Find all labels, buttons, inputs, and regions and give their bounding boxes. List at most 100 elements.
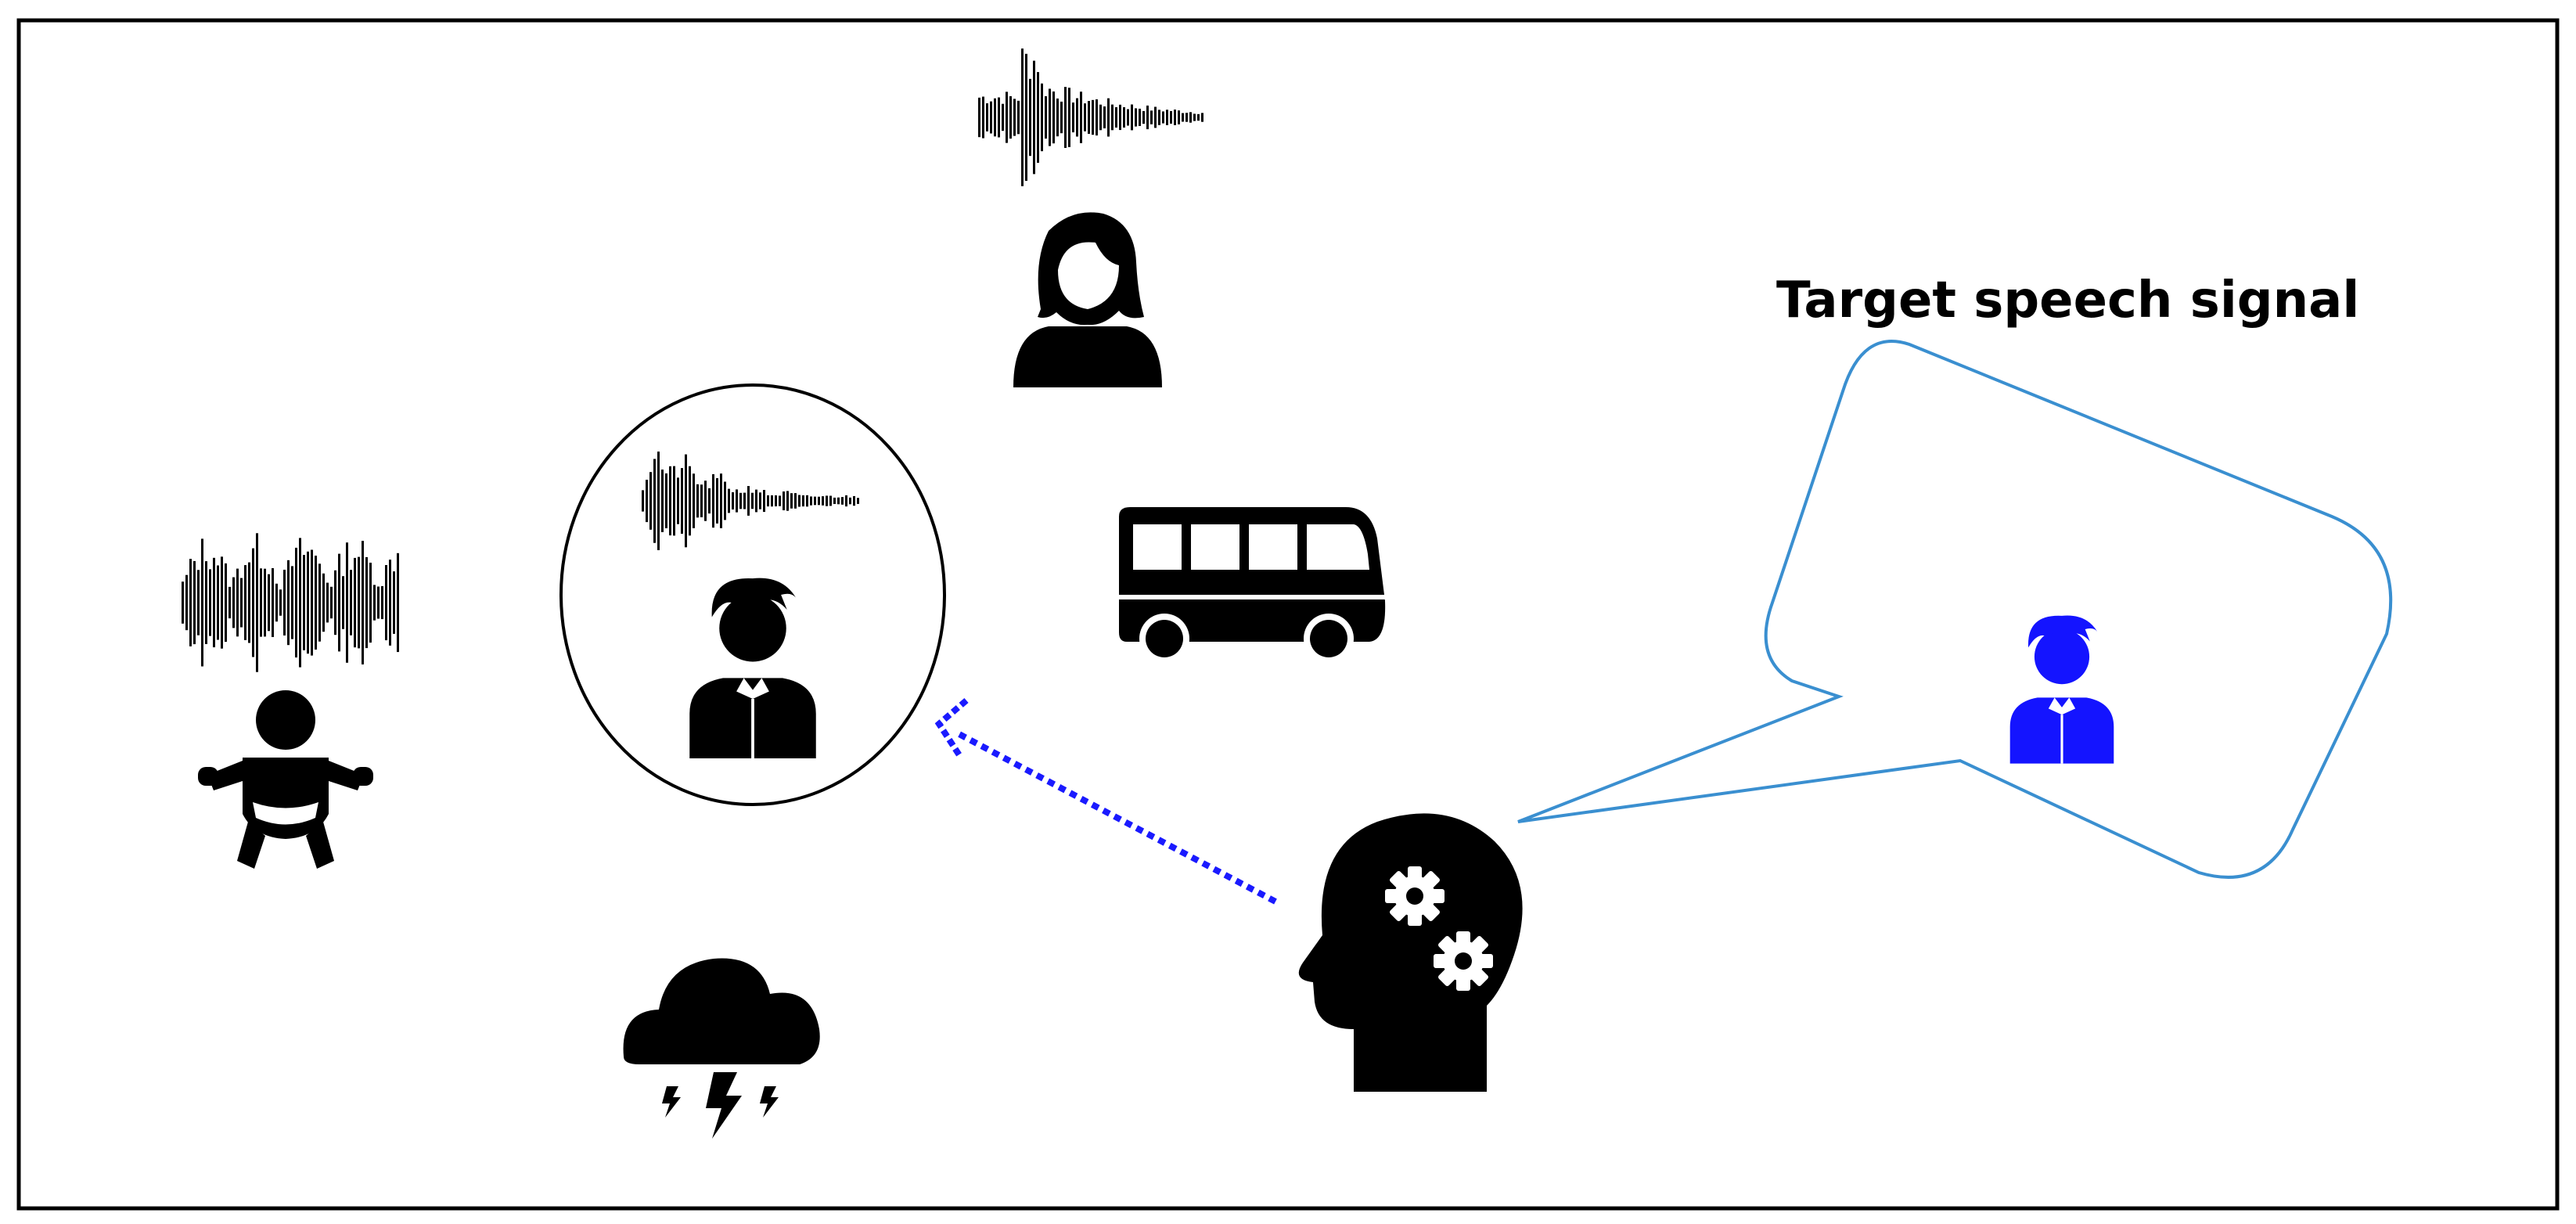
waveform-bar [845,495,847,507]
waveform-bar [1162,111,1164,124]
waveform-bar [1135,108,1137,127]
waveform-bar [841,497,844,505]
waveform-bar [732,492,734,509]
waveform-bar [1166,110,1168,125]
waveform-bar [1103,106,1106,128]
waveform-bar [783,491,785,510]
waveform-bar [986,103,988,131]
waveform-bar [393,571,395,634]
waveform-bar [1131,104,1133,131]
waveform-bar [642,490,644,512]
waveform-bar [182,581,184,624]
waveform-bar [201,538,203,667]
waveform-bar [646,480,648,523]
waveform-bar [369,563,372,643]
waveform-bar [209,569,211,636]
waveform-bar [291,566,293,639]
selected-speaker-circle [559,383,946,806]
waveform-bar [185,574,188,631]
waveform-bar [1045,95,1047,139]
speech-bubble [1517,340,2393,879]
waveform-bar [1111,104,1114,131]
waveform-bar [1072,103,1074,133]
waveform-bar [365,556,368,649]
waveform-bar [1107,98,1110,137]
waveform-bar [268,574,270,632]
waveform-bar [377,586,380,619]
waveform-bar [790,493,793,509]
waveform-bar [1170,110,1172,124]
waveform-bar [385,565,387,641]
waveform-bar [653,459,656,543]
waveform-bar [303,555,305,650]
waveform-bar [362,541,364,664]
waveform-bar [358,556,360,649]
waveform-bar [759,492,761,509]
waveform-bar [720,473,722,528]
waveform-bar [1189,112,1192,123]
waveform-bar [1123,107,1125,128]
waveform-bar [240,578,243,628]
waveform-bar [994,98,996,137]
waveform-bar [978,97,980,138]
waveform-bar [397,553,399,653]
waveform-bar [1154,106,1157,128]
waveform-bar [853,495,855,506]
waveform-bar [1185,113,1188,122]
waveform-bar [798,495,801,507]
waveform-bar [1099,104,1102,131]
waveform-bar [295,547,297,658]
waveform-bar [857,498,859,504]
waveform-bar [1096,99,1098,136]
waveform-bar [716,478,718,524]
waveform-bar [814,496,816,506]
waveform-bar [736,489,738,513]
waveform-bar [1037,72,1039,163]
waveform-bar [837,497,840,505]
target-speech-title: Target speech signal [1776,272,2359,329]
waveform-bar [1033,60,1035,175]
waveform-bar [299,538,301,668]
waveform-bar [661,470,664,532]
waveform-bar [649,472,652,530]
waveform-bar [213,557,215,648]
waveform-bar [685,454,687,548]
waveform-bar [334,570,336,635]
waveform-bar [739,492,742,509]
waveform-bar [217,565,219,640]
waveform-bar [794,493,797,509]
waveform-bar [1197,113,1200,121]
waveform-bar [1142,110,1145,124]
waveform-bar [244,565,246,640]
waveform-bar [197,570,200,635]
storm-cloud-icon [623,958,820,1139]
waveform-bar [1146,105,1149,130]
waveform-bar [1127,109,1129,126]
waveform-bar [1115,107,1117,128]
waveform-bar [806,495,808,507]
waveform-bar [700,484,703,517]
waveform-bar [1064,87,1067,148]
waveform-bar [330,586,333,619]
waveform-bar [657,452,660,550]
waveform-bar [275,583,278,622]
waveform-bar [673,466,675,536]
waveform-bar [724,481,726,520]
waveform-bar [704,481,707,521]
boy-waveform [642,452,859,550]
waveform-bar [802,495,804,507]
waveform-bar [346,542,348,663]
baby-icon [198,690,373,869]
waveform-bar [677,477,679,524]
waveform-bar [1174,110,1176,125]
waveform-bar [225,563,227,643]
waveform-bar [1006,92,1008,143]
waveform-bar [1178,110,1180,124]
waveform-bar [755,489,757,513]
waveform-bar [1092,99,1094,135]
waveform-bar [228,586,231,619]
waveform-bar [681,468,683,534]
waveform-bar [232,577,235,628]
waveform-bar [829,495,832,506]
